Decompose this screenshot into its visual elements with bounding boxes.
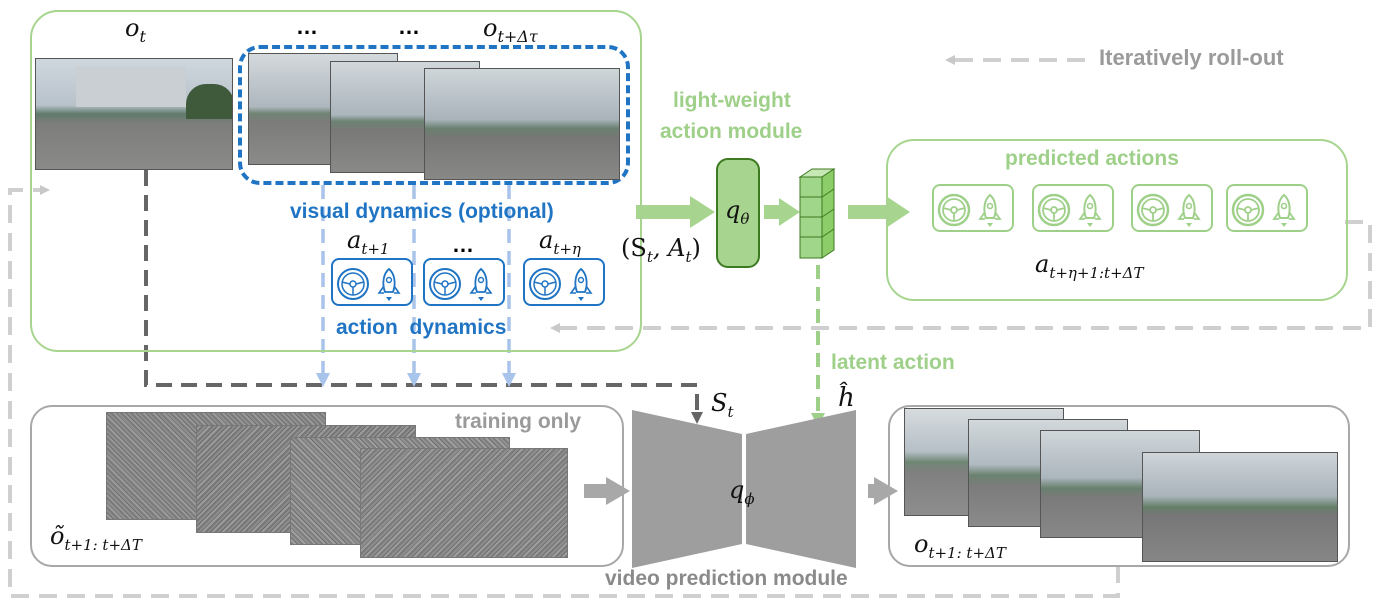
label-video-prediction-module: video prediction module (605, 567, 848, 590)
steering-wheel-and-rocket-icon (1037, 193, 1102, 227)
action-icon-green-1 (932, 184, 1014, 232)
label-o-out: ot+1: t+ΔT (914, 530, 1006, 562)
frame-visual-3 (424, 68, 620, 180)
label-s-t: St (711, 389, 734, 421)
noise-frame-4 (360, 448, 568, 558)
steering-wheel-and-rocket-icon (337, 267, 401, 301)
frame-o-t (35, 58, 233, 170)
state-path-line (144, 170, 703, 424)
steering-wheel-and-rocket-icon (1231, 193, 1296, 227)
steering-wheel-and-rocket-icon (1136, 193, 1201, 227)
label-a-teta: at+η (539, 226, 581, 258)
label-q-theta: qθ (725, 196, 750, 228)
label-o-t: ot (125, 14, 146, 46)
label-a-predicted: at+η+1:t+ΔT (1035, 250, 1144, 282)
label-a-t1: at+1 (347, 226, 390, 258)
label-visual-dynamics: visual dynamics (optional) (290, 200, 554, 223)
label-training-only: training only (455, 410, 581, 433)
label-iteratively-rollout: Iteratively roll-out (1099, 45, 1284, 70)
rollout-loop-line (8, 185, 1120, 598)
output-frames-panel (888, 405, 1350, 567)
rollout-return-line (550, 220, 1372, 333)
steering-wheel-and-rocket-icon (429, 267, 493, 301)
training-noise-panel (30, 405, 624, 567)
action-icon-green-4 (1226, 184, 1308, 232)
label-predicted-actions: predicted actions (1005, 147, 1179, 170)
action-module-q-theta (716, 158, 760, 268)
video-prediction-module (632, 410, 742, 568)
label-st-at: (St, At) (621, 234, 701, 266)
label-light-weight: light-weight (673, 89, 791, 112)
label-q-phi: qϕ (729, 476, 755, 508)
label-action-dynamics: action dynamics (336, 316, 507, 339)
observation-panel (30, 10, 642, 352)
visual-dynamics-group (238, 45, 630, 185)
predicted-actions-panel (886, 139, 1348, 301)
label-action-module: action module (660, 120, 803, 143)
action-icon-blue-1 (331, 258, 413, 306)
action-icon-green-3 (1131, 184, 1213, 232)
label-ellipsis-2: … (398, 14, 420, 39)
output-frame-4 (1142, 452, 1338, 562)
steering-wheel-and-rocket-icon (529, 267, 593, 301)
label-a-ellipsis: … (452, 232, 474, 257)
steering-wheel-and-rocket-icon (937, 193, 1002, 227)
action-icon-green-2 (1032, 184, 1114, 232)
label-h-hat: ĥ (838, 383, 855, 413)
label-latent-action: latent action (831, 351, 955, 374)
action-icon-blue-3 (523, 258, 605, 306)
label-o-t-dtau: ot+Δτ (483, 14, 538, 46)
label-ellipsis-1: … (296, 14, 318, 39)
latent-action-stack (798, 168, 836, 259)
action-icon-blue-2 (423, 258, 505, 306)
label-o-noise: õt+1: t+ΔT (50, 522, 142, 554)
